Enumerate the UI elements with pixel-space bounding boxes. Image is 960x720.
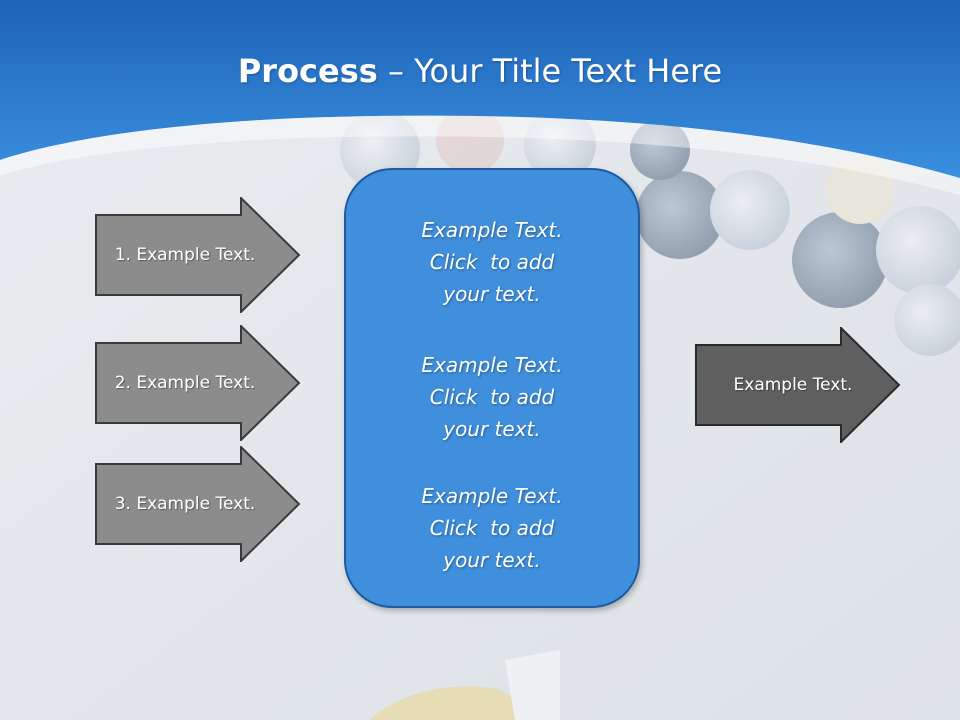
input-arrow-3-shape: [95, 446, 301, 562]
center-block-3-line-3: your text.: [443, 548, 541, 572]
title-rest: – Your Title Text Here: [377, 52, 723, 90]
center-block-1-line-3: your text.: [443, 282, 541, 306]
input-arrow-2-label: 2. Example Text.: [114, 373, 256, 393]
center-block-1-line-2: Click to add: [429, 250, 555, 274]
page-title: Process – Your Title Text Here: [0, 52, 960, 90]
input-arrow-3-label: 3. Example Text.: [114, 494, 256, 514]
input-arrow-3: 3. Example Text.: [95, 446, 301, 562]
center-block-1: Example Text. Click to add your text.: [346, 214, 638, 310]
output-arrow-shape: [695, 327, 901, 443]
input-arrow-2-shape: [95, 325, 301, 441]
center-block-2-line-3: your text.: [443, 417, 541, 441]
title-bold: Process: [237, 52, 378, 90]
input-arrow-2: 2. Example Text.: [95, 325, 301, 441]
center-block-2: Example Text. Click to add your text.: [346, 349, 638, 445]
input-arrow-1-label: 1. Example Text.: [114, 245, 256, 265]
center-block-1-line-1: Example Text.: [421, 218, 563, 242]
center-box: Example Text. Click to add your text. Ex…: [344, 168, 640, 608]
center-block-2-line-1: Example Text.: [421, 353, 563, 377]
center-block-3-line-2: Click to add: [429, 516, 555, 540]
input-arrow-1-shape: [95, 197, 301, 313]
input-arrow-1: 1. Example Text.: [95, 197, 301, 313]
center-block-2-line-2: Click to add: [429, 385, 555, 409]
center-block-3-line-1: Example Text.: [421, 484, 563, 508]
output-arrow: Example Text.: [695, 327, 901, 443]
center-block-3: Example Text. Click to add your text.: [346, 480, 638, 576]
output-arrow-label: Example Text.: [733, 375, 853, 395]
